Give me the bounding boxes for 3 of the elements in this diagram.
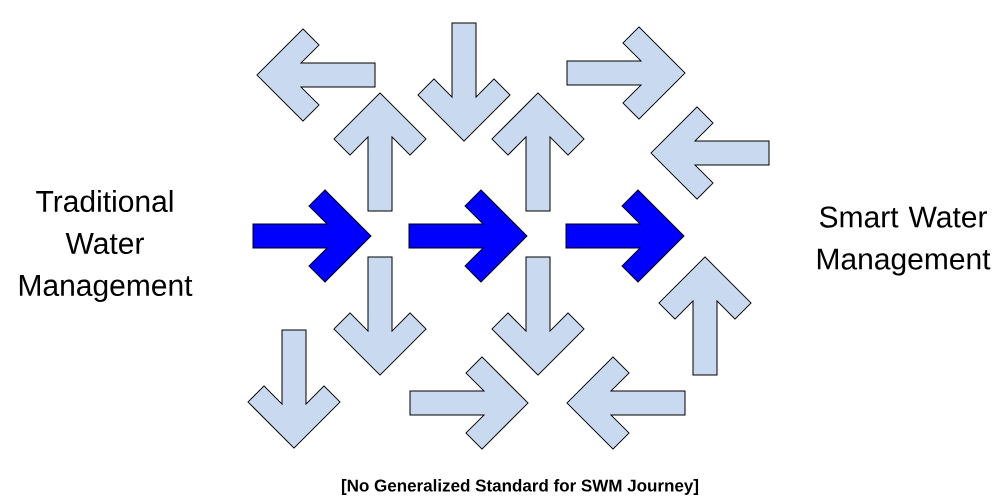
caption: [No Generalized Standard for SWM Journey] xyxy=(341,479,699,495)
text-label: Traditional Water Management xyxy=(19,190,193,302)
text-label: Smart Water Management xyxy=(817,206,991,276)
